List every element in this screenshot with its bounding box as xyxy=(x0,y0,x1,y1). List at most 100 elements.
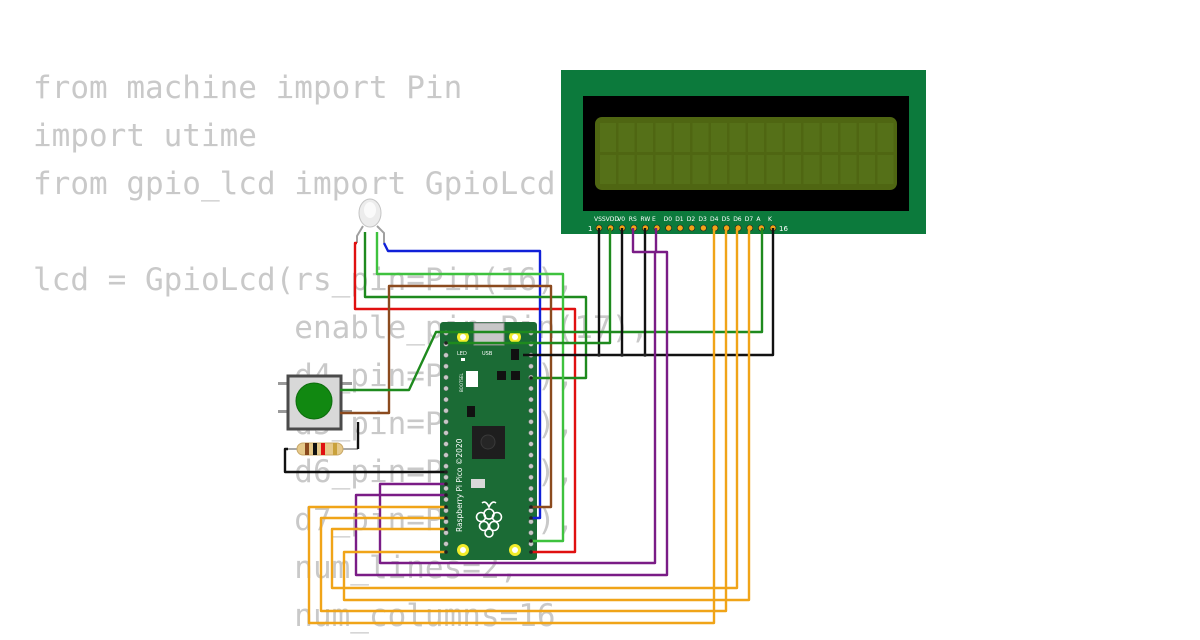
wire-purple-e[interactable] xyxy=(354,228,669,577)
pico-pin[interactable] xyxy=(443,530,449,536)
pico-pin[interactable] xyxy=(528,408,534,414)
pico-pin[interactable] xyxy=(528,463,534,469)
wire-orange-d4[interactable] xyxy=(307,228,716,625)
raspberry-logo-icon xyxy=(480,434,496,450)
pico-pin[interactable] xyxy=(443,485,449,491)
pico-pin[interactable] xyxy=(528,452,534,458)
pico-usb-label: USB xyxy=(482,351,493,357)
pico-pin[interactable] xyxy=(443,374,449,380)
wire-joint xyxy=(444,527,448,531)
pico-pin[interactable] xyxy=(528,496,534,503)
pico-pin[interactable] xyxy=(528,508,534,514)
pico-pin[interactable] xyxy=(443,508,449,514)
wire-red-led[interactable] xyxy=(353,241,577,554)
wire-orange-d5[interactable] xyxy=(319,228,728,613)
lcd-pin-label: V0 xyxy=(617,216,625,223)
wire-joint xyxy=(529,376,533,380)
lcd-cell xyxy=(618,123,635,152)
lcd-pin[interactable] xyxy=(676,224,684,232)
pico-pin[interactable] xyxy=(443,397,449,403)
lcd-pin-label: RW xyxy=(640,216,650,223)
lcd-pin-label: RS xyxy=(629,216,637,223)
wire-joint xyxy=(529,516,533,520)
wire-joint xyxy=(444,482,448,486)
wire-orange-d7[interactable] xyxy=(342,228,751,602)
pico-pin[interactable] xyxy=(443,385,449,392)
pico-bootsel-button[interactable] xyxy=(466,371,478,387)
lcd-pin-label: D0 xyxy=(664,216,673,223)
push-button[interactable] xyxy=(278,374,352,431)
wire-joint xyxy=(643,353,647,357)
pico-pin[interactable] xyxy=(443,463,449,469)
pico-pin[interactable] xyxy=(443,452,449,458)
pico-pin[interactable] xyxy=(528,530,534,536)
code-line: num_columns=16 xyxy=(33,598,556,634)
wire-joint xyxy=(444,550,448,554)
pico-pin[interactable] xyxy=(443,352,449,358)
lcd-character-cells xyxy=(600,123,894,184)
wire-joint xyxy=(529,550,533,554)
lcd-cell xyxy=(877,123,894,152)
lcd-cell xyxy=(748,123,764,152)
wire-light-green[interactable] xyxy=(375,232,565,543)
lcd-cell xyxy=(711,123,727,152)
pico-pin[interactable] xyxy=(443,363,449,369)
pico-pin[interactable] xyxy=(528,385,534,392)
lcd-cell xyxy=(785,123,801,152)
pico-pin[interactable] xyxy=(443,474,449,480)
raspberry-pi-logo-icon xyxy=(475,501,503,538)
lcd-pin-label: VSS xyxy=(594,216,606,223)
raspberry-pi-pico[interactable]: LED USB BOOTSEL Raspberry Pi Pico ©2020 xyxy=(440,322,537,560)
pico-pin[interactable] xyxy=(443,519,449,525)
pico-pin[interactable] xyxy=(528,441,534,447)
code-line: lcd = GpioLcd(rs_pin=Pin(16), xyxy=(33,262,575,298)
lcd-pin-label: D5 xyxy=(722,216,731,223)
lcd-pin[interactable] xyxy=(700,224,707,232)
lcd-cell xyxy=(840,123,857,152)
lcd-pin-label: D1 xyxy=(675,216,684,223)
pico-pin[interactable] xyxy=(528,419,534,425)
wire-joint xyxy=(597,353,601,357)
pico-pin[interactable] xyxy=(528,519,534,525)
pico-pin[interactable] xyxy=(528,430,534,436)
lcd-pin-label: D7 xyxy=(745,216,754,223)
lcd-pin-first: 1 xyxy=(588,225,592,233)
lcd-cell xyxy=(803,123,820,152)
pico-pin[interactable] xyxy=(528,363,534,369)
resistor[interactable] xyxy=(287,442,358,456)
wire-blue-led[interactable] xyxy=(382,242,542,520)
pico-pin[interactable] xyxy=(443,496,449,503)
pico-pin[interactable] xyxy=(528,397,534,403)
wire-orange-d6[interactable] xyxy=(330,228,739,590)
wire-green-vdd[interactable] xyxy=(446,228,612,345)
wire-black-resistor[interactable] xyxy=(283,447,446,474)
wire-joint xyxy=(444,493,448,497)
lcd-cell xyxy=(692,123,709,152)
wire-green-button[interactable] xyxy=(340,228,764,392)
lcd-cell xyxy=(859,123,875,152)
wire-black-gnd[interactable] xyxy=(523,228,775,357)
wire-purple-rs[interactable] xyxy=(378,228,657,565)
pico-pin[interactable] xyxy=(443,541,449,547)
lcd-cell xyxy=(877,155,894,184)
led[interactable] xyxy=(356,198,385,243)
pico-pin[interactable] xyxy=(443,419,449,425)
wire-joint xyxy=(444,505,448,509)
lcd-pin[interactable] xyxy=(665,224,672,232)
code-line: from machine import Pin xyxy=(33,70,463,106)
pico-pin[interactable] xyxy=(443,430,449,436)
lcd-pin[interactable] xyxy=(688,224,696,232)
lcd-pin-label: D3 xyxy=(698,216,707,223)
wire-green-led[interactable] xyxy=(363,232,588,380)
pico-pin[interactable] xyxy=(528,474,534,480)
pico-pin[interactable] xyxy=(528,485,534,491)
pico-led-label: LED xyxy=(457,351,467,357)
wire-joint xyxy=(444,516,448,520)
push-button-cap[interactable] xyxy=(295,382,333,420)
wire-brown-button[interactable] xyxy=(340,284,553,509)
pico-pin[interactable] xyxy=(443,441,449,447)
pico-pin[interactable] xyxy=(443,408,449,414)
